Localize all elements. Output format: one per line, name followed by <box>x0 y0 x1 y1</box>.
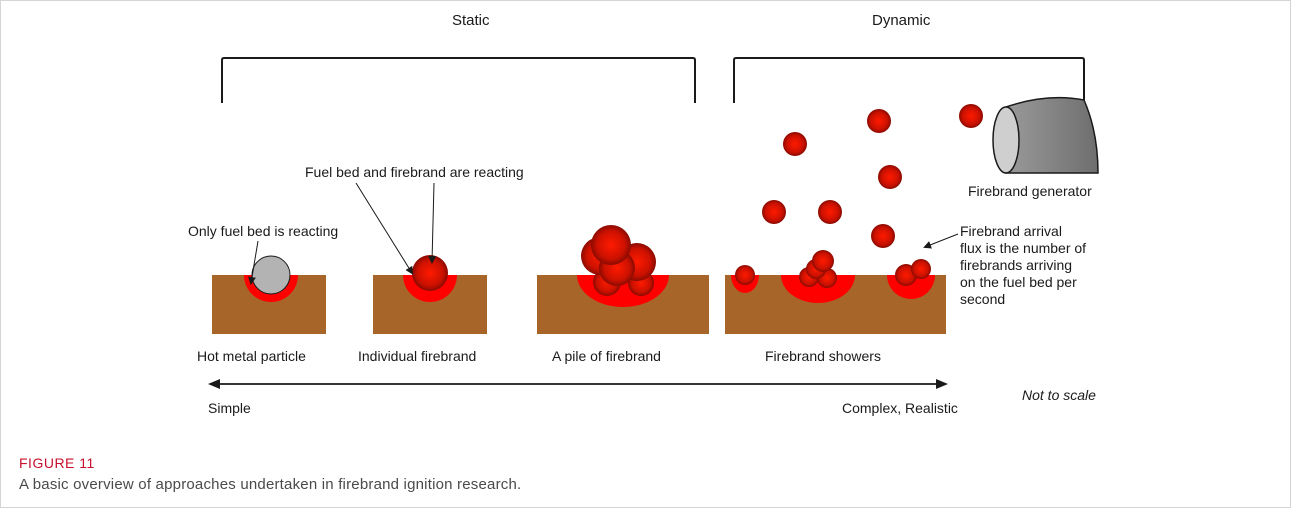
flux-annotation: Firebrand arrival flux is the number of … <box>960 223 1086 307</box>
flux-leader <box>923 233 959 249</box>
fuel-and-firebrand-leader-left <box>355 182 414 275</box>
scenario-label-individual: Individual firebrand <box>358 348 476 364</box>
only-fuel-bed-label: Only fuel bed is reacting <box>188 223 338 239</box>
svg-text:on the fuel bed per: on the fuel bed per <box>960 274 1077 290</box>
svg-text:Firebrand arrival: Firebrand arrival <box>960 223 1062 239</box>
axis-left-label: Simple <box>208 400 251 416</box>
firebrand-pile <box>581 225 656 296</box>
dynamic-label: Dynamic <box>872 12 931 29</box>
scenario-label-pile: A pile of firebrand <box>552 348 661 364</box>
axis-right-label: Complex, Realistic <box>842 400 958 416</box>
static-label: Static <box>452 12 490 29</box>
firebrand-individual <box>412 255 448 291</box>
svg-text:flux is the number of: flux is the number of <box>960 240 1086 256</box>
generator-label: Firebrand generator <box>968 183 1092 199</box>
airborne-firebrands <box>762 104 983 248</box>
fuel-and-firebrand-leader-right <box>428 182 437 264</box>
scenario-label-showers: Firebrand showers <box>765 348 881 364</box>
figure-caption: A basic overview of approaches undertake… <box>19 476 522 493</box>
complexity-axis <box>208 379 948 389</box>
svg-text:firebrands arriving: firebrands arriving <box>960 257 1072 273</box>
diagram: Static Dynamic <box>188 12 1099 416</box>
landed-firebrands <box>735 250 931 288</box>
metal-particle <box>251 255 291 295</box>
figure-label: FIGURE 11 <box>19 455 95 471</box>
svg-text:second: second <box>960 291 1005 307</box>
scenario-label-metal: Hot metal particle <box>197 348 306 364</box>
not-to-scale-note: Not to scale <box>1022 387 1096 403</box>
static-bracket <box>221 57 696 103</box>
only-fuel-bed-leader <box>248 240 259 285</box>
dynamic-bracket <box>733 57 1085 103</box>
fuel-and-firebrand-label: Fuel bed and firebrand are reacting <box>305 164 524 180</box>
reacting-zone-shower-center <box>781 275 855 303</box>
firebrand-generator <box>992 96 1099 174</box>
